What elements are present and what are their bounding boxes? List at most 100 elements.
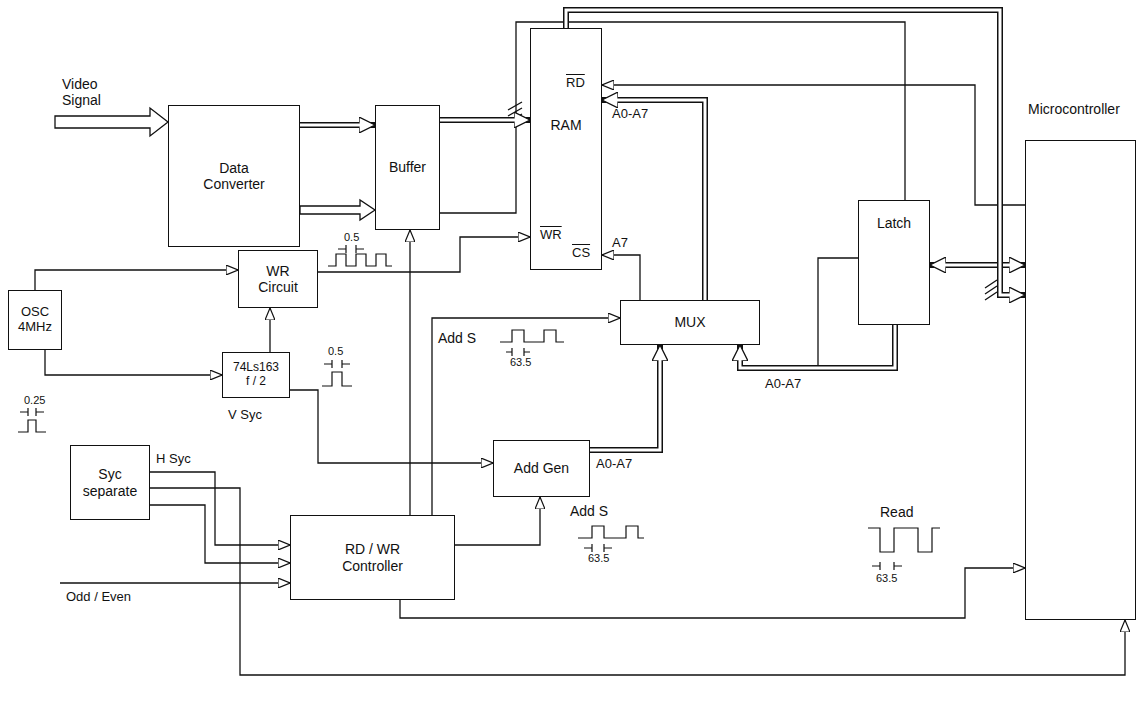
controller-box: RD / WR Controller <box>290 515 455 600</box>
input-label: Video Signal <box>62 76 124 108</box>
heading-text: Microcontroller <box>1028 101 1120 117</box>
signal-name: Read <box>880 504 913 520</box>
wr-waveform <box>328 254 392 266</box>
buffer-box: Buffer <box>375 105 440 230</box>
signal-connector <box>35 270 238 290</box>
signal-connector <box>432 318 620 515</box>
timing-value: 0.5 <box>328 345 343 358</box>
bus-outline <box>740 325 895 368</box>
signal-line <box>290 390 493 463</box>
bus-outline <box>566 10 1025 295</box>
timing-value: 0.5 <box>344 231 359 244</box>
signal-connector <box>410 230 411 515</box>
box-label: RD / WR Controller <box>328 541 418 573</box>
add-s-waveform <box>578 526 644 538</box>
bus-core <box>566 10 1010 295</box>
signal-line <box>35 270 238 290</box>
signal-line <box>432 318 620 515</box>
bus-connector <box>566 10 1025 295</box>
bus-connector <box>440 120 530 121</box>
box-label: Latch <box>877 215 911 231</box>
signal-line <box>150 488 1125 675</box>
bus-outline <box>590 345 660 450</box>
dimension-ticks <box>872 562 902 570</box>
signal-connector <box>45 350 222 375</box>
signal-name: H Syc <box>156 452 191 467</box>
wr-circuit-box: WR Circuit <box>238 250 318 308</box>
box-label: Add Gen <box>514 460 569 476</box>
timing-value: 0.25 <box>24 394 45 407</box>
dimension-ticks <box>506 348 530 356</box>
bus-name: A0-A7 <box>612 107 648 122</box>
box-label: Syc separate <box>75 466 145 498</box>
data-bus-wire <box>440 120 516 213</box>
video-input-arrow <box>55 108 168 136</box>
box-label: Data Converter <box>192 160 276 192</box>
signal-name: Odd / Even <box>66 590 131 605</box>
signal-name: V Syc <box>228 408 262 423</box>
bus-name: A0-A7 <box>596 457 632 472</box>
signal-line <box>150 472 290 545</box>
bus-outline <box>602 100 705 300</box>
bus-connector <box>930 265 1025 266</box>
bus-outline <box>440 117 530 123</box>
signal-connector <box>290 390 493 463</box>
signal-line <box>45 350 222 375</box>
bus-core <box>590 360 660 450</box>
pin-name: A7 <box>612 236 628 251</box>
latch-box: Latch <box>858 200 930 325</box>
latch-wire <box>818 258 858 368</box>
signal-line <box>269 308 270 352</box>
signal-name: Add S <box>438 330 476 346</box>
signal-line <box>150 505 290 563</box>
bus-name: A0-A7 <box>765 377 801 392</box>
counter-chip: 74Ls163 f / 2 <box>222 352 290 398</box>
signal-name: Add S <box>570 503 608 519</box>
microcontroller-box: Microcontroller <box>1025 140 1136 620</box>
box-label: RAM <box>550 117 581 133</box>
dimension-ticks <box>324 360 350 368</box>
oscillator-box: OSC 4MHz <box>8 290 62 350</box>
box-label: Buffer <box>389 159 426 175</box>
read-waveform <box>868 528 940 552</box>
signal-connector <box>602 85 1025 205</box>
clock-pulse <box>322 372 352 386</box>
sync-separator-box: Syc separate <box>70 445 150 520</box>
waveforms <box>18 245 940 570</box>
signal-line <box>602 85 1025 205</box>
bus-core <box>440 119 515 122</box>
box-label: OSC 4MHz <box>13 305 57 335</box>
add-s-waveform <box>500 330 564 342</box>
bus-outline <box>930 262 1025 268</box>
pin-name: WR <box>540 228 562 243</box>
signal-connector <box>150 505 290 563</box>
odd-even-wire <box>60 582 290 583</box>
signal-connector <box>400 568 1025 618</box>
bus-core <box>617 100 705 300</box>
signal-connector <box>602 255 640 300</box>
signal-connector <box>150 472 290 545</box>
box-label: 74Ls163 f / 2 <box>231 361 281 389</box>
signal-connector <box>270 308 271 352</box>
box-label: MUX <box>674 314 705 330</box>
signal-line <box>602 255 640 300</box>
clock-pulse <box>18 420 46 432</box>
signal-line <box>400 568 1025 618</box>
box-label: WR Circuit <box>248 263 308 295</box>
bus-core <box>300 124 360 127</box>
address-generator-box: Add Gen <box>493 440 590 497</box>
signal-line <box>455 497 540 545</box>
signal-connector <box>455 497 540 545</box>
pin-name: RD <box>566 76 585 91</box>
pin-name: CS <box>572 246 590 261</box>
bus-connector <box>590 345 660 450</box>
dimension-ticks <box>20 408 44 416</box>
bus-core <box>740 325 895 368</box>
timing-value: 63.5 <box>588 552 609 565</box>
dimension-ticks <box>584 544 612 552</box>
bus-arrow <box>300 200 375 220</box>
bus-connector <box>300 125 375 126</box>
bus-connector <box>602 100 705 300</box>
timing-value: 63.5 <box>510 356 531 369</box>
